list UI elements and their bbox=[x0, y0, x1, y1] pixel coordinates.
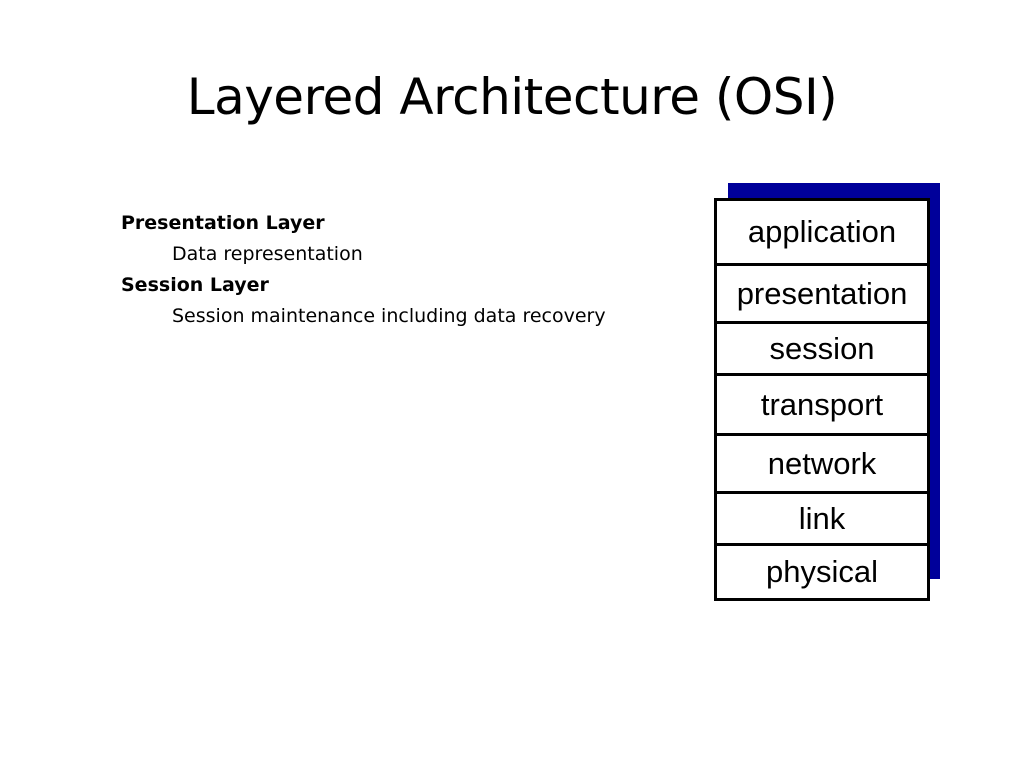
layer-network: network bbox=[714, 433, 930, 494]
layer-link: link bbox=[714, 491, 930, 546]
protocol-stack: application presentation session transpo… bbox=[714, 198, 930, 601]
layer-presentation: presentation bbox=[714, 263, 930, 324]
body-text: Presentation Layer Data representation S… bbox=[121, 208, 681, 332]
layer-application: application bbox=[714, 198, 930, 266]
session-layer-heading: Session Layer bbox=[121, 274, 269, 296]
session-layer-description: Session maintenance including data recov… bbox=[172, 305, 606, 327]
presentation-layer-description: Data representation bbox=[172, 243, 363, 265]
slide-title: Layered Architecture (OSI) bbox=[186, 68, 838, 126]
presentation-layer-heading: Presentation Layer bbox=[121, 212, 325, 234]
layer-session: session bbox=[714, 321, 930, 376]
layer-physical: physical bbox=[714, 543, 930, 601]
layer-transport: transport bbox=[714, 373, 930, 436]
